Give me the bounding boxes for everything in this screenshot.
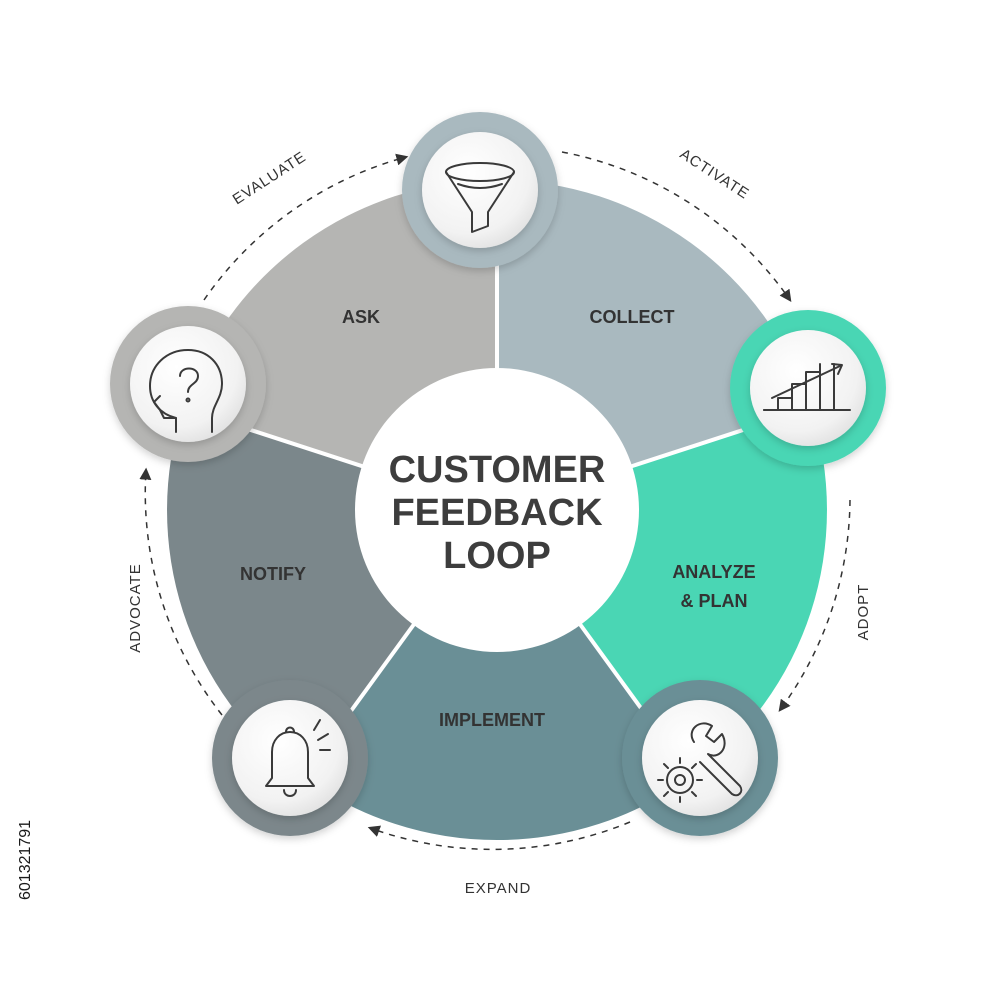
badge-ask (110, 306, 266, 462)
badge-notify (212, 680, 368, 836)
badge-collect (402, 112, 558, 268)
center-title: CUSTOMER FEEDBACK LOOP (389, 449, 606, 577)
segment-implement (303, 510, 691, 841)
center-circle (355, 368, 639, 652)
arrow-adopt (778, 499, 851, 712)
arrow-evaluate (203, 153, 409, 301)
label-analyze: ANALYZE (672, 562, 755, 582)
label-collect: COLLECT (590, 307, 675, 327)
arrow-expand (367, 821, 631, 851)
arrow-label-adopt: ADOPT (855, 584, 872, 641)
arrow-label-expand: EXPAND (465, 880, 532, 897)
segment-labels: COLLECT ANALYZE & PLAN IMPLEMENT NOTIFY … (240, 307, 756, 730)
arrow-label-evaluate: EVALUATE (230, 148, 310, 208)
title-line-3: LOOP (443, 535, 551, 577)
label-ask: ASK (342, 307, 380, 327)
stock-id-watermark: 601321791 (17, 820, 34, 900)
title-line-2: FEEDBACK (391, 492, 603, 534)
bell-icon (265, 719, 331, 797)
badge-implement (622, 680, 778, 836)
funnel-icon (445, 162, 515, 233)
arrow-activate (561, 151, 792, 302)
badge-analyze-plan (730, 310, 886, 466)
growth-chart-icon (763, 363, 851, 411)
arrow-advocate (139, 467, 223, 716)
tools-gear-icon (657, 722, 743, 803)
label-notify: NOTIFY (240, 564, 306, 584)
label-plan: & PLAN (681, 591, 748, 611)
question-head-icon (149, 349, 223, 433)
title-line-1: CUSTOMER (389, 449, 606, 491)
label-implement: IMPLEMENT (439, 710, 545, 730)
icon-badges (110, 112, 886, 836)
arrow-label-activate: ACTIVATE (677, 146, 753, 203)
arrow-label-advocate: ADVOCATE (127, 563, 144, 652)
